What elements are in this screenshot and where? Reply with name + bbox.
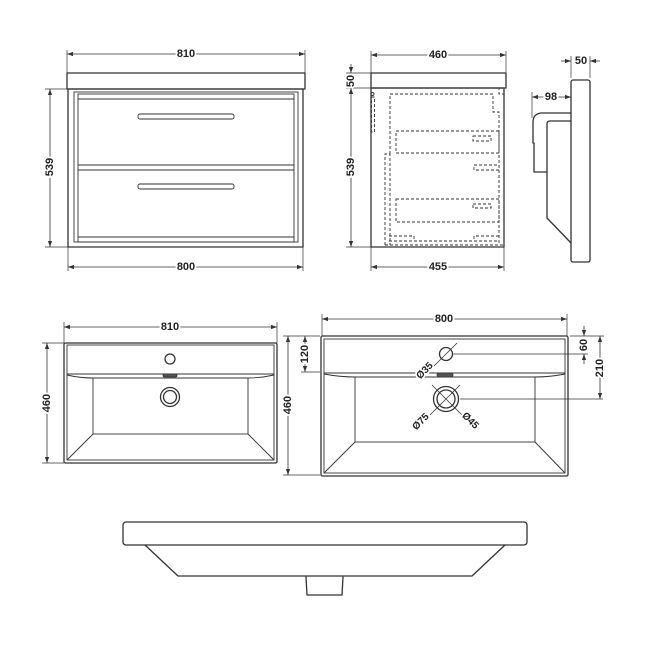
- dimension-label: 800: [177, 261, 195, 273]
- dimension-label: 120: [299, 345, 311, 363]
- dimension-tap-offset: 60: [570, 326, 604, 364]
- worktop-side: [370, 72, 507, 89]
- dimension-plan-depth: 460: [39, 342, 64, 464]
- dimension-label: 539: [345, 158, 357, 176]
- bowl-floor: [92, 377, 249, 435]
- basin-plan-view: 810 460: [39, 319, 278, 464]
- dimension-label: 460: [429, 49, 447, 61]
- basin-outline: [63, 342, 278, 464]
- bowl-corner-left: [323, 441, 356, 474]
- dimension-label: 455: [429, 261, 447, 273]
- drawer-fronts: [77, 93, 295, 243]
- drawer-handle-top: [137, 113, 235, 120]
- dimension-label: 98: [545, 91, 557, 103]
- basin-outline: [320, 335, 569, 477]
- side-cabinet-view: 460 50: [343, 47, 507, 275]
- dimension-label: 60: [578, 339, 590, 351]
- worktop: [66, 72, 306, 90]
- dimension-front-width-bottom: 800: [67, 247, 304, 275]
- front-cabinet-view: 810 539 800: [42, 46, 306, 275]
- tap-hole-diameter-label: Ø35: [414, 360, 435, 381]
- dimension-label: 460: [41, 394, 53, 412]
- bowl-corner-right: [534, 441, 566, 474]
- tap-hole: [164, 353, 176, 365]
- drawer-handle-bottom: [137, 183, 235, 190]
- overflow-slot: [436, 372, 454, 378]
- dimension-label: 539: [44, 158, 56, 176]
- dimension-deck-depth: 120: [297, 336, 320, 373]
- tap-hole: [438, 346, 454, 362]
- basin-profile-outer: [532, 112, 572, 173]
- basin-rim: [66, 344, 275, 461]
- cabinet-side: [370, 87, 505, 248]
- waste-inner: [162, 389, 178, 405]
- dimension-label: 810: [177, 48, 195, 60]
- dimension-profile-thickness: 50: [561, 53, 600, 78]
- dimension-side-depth-bottom: 455: [370, 247, 505, 275]
- dimension-side-worktop-thickness: 50: [343, 64, 371, 89]
- dimension-profile-projection: 98: [531, 89, 571, 118]
- dimension-label: 50: [345, 75, 357, 87]
- dimension-front-height: 539: [42, 88, 68, 248]
- dimension-front-width-top: 810: [66, 46, 306, 89]
- dimension-label: 210: [594, 359, 606, 377]
- waste-outer: [432, 385, 460, 413]
- bowl-corner-left: [66, 433, 94, 461]
- waste-outer-diameter-label: Ø75: [410, 411, 431, 432]
- basin-front-elevation: [122, 521, 528, 596]
- waste-inner: [436, 389, 456, 409]
- basin-rim: [323, 338, 566, 474]
- waste-inner-diameter-label: Ø45: [459, 410, 480, 431]
- waste-outlet: [305, 576, 344, 596]
- cabinet-carcass: [67, 88, 304, 248]
- waste-inner-leader: [431, 384, 463, 416]
- basin-deck-slab: [122, 521, 528, 546]
- waste-outer-leader: [429, 384, 461, 416]
- dimension-detail-width: 800: [321, 311, 568, 336]
- basin-plan-detail: 800 Ø35 Ø75 Ø45 460 120: [280, 311, 608, 477]
- dimension-detail-depth: 460: [280, 335, 320, 476]
- waste-outer: [159, 386, 181, 408]
- hidden-internals: [384, 87, 505, 246]
- dimension-label: 800: [435, 313, 453, 325]
- wall-hanging-bracket: [370, 92, 375, 133]
- dimension-plan-width: 810: [63, 319, 278, 343]
- dimension-waste-offset: 210: [592, 336, 608, 399]
- basin-profile-inner: [546, 120, 572, 244]
- bowl-corner-right: [247, 433, 275, 461]
- overflow-slot: [162, 373, 178, 378]
- basin-side-profile: 50 98: [531, 53, 600, 263]
- cabinet-inner-frame: [73, 91, 299, 243]
- dimension-side-height: 539: [343, 88, 371, 248]
- dimension-label: 460: [282, 396, 294, 414]
- dimension-label: 50: [575, 55, 587, 67]
- tap-hole-diameter-leader: [433, 342, 458, 367]
- basin-profile-deck: [570, 79, 591, 263]
- dimension-label: 810: [161, 321, 179, 333]
- basin-bowl-profile: [144, 544, 506, 577]
- dimension-side-depth-top: 460: [370, 47, 507, 73]
